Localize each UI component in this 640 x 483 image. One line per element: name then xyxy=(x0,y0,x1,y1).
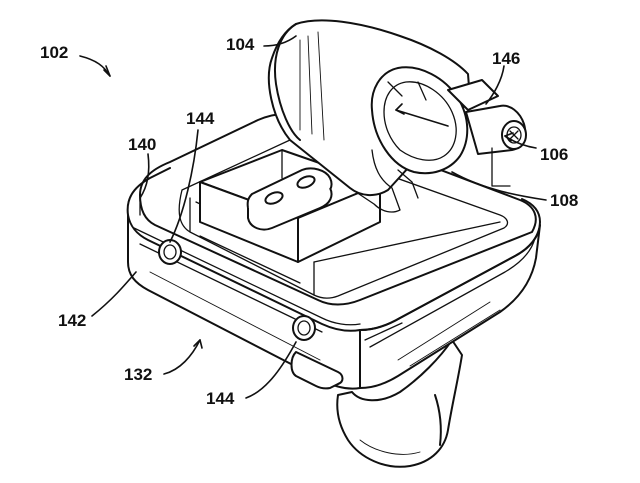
usb-port xyxy=(290,351,344,390)
mounting-block xyxy=(199,149,381,263)
label-142: 142 xyxy=(58,311,86,330)
label-144-top: 144 xyxy=(186,109,215,128)
cylinder-holder xyxy=(267,19,499,213)
label-108: 108 xyxy=(550,191,578,210)
leader-lines xyxy=(79,35,547,399)
label-140: 140 xyxy=(128,135,156,154)
hinge-screw xyxy=(465,104,527,187)
button-left xyxy=(158,239,182,265)
label-144-bottom: 144 xyxy=(206,389,235,408)
label-104: 104 xyxy=(226,35,255,54)
label-106: 106 xyxy=(540,145,568,164)
wrist-strap xyxy=(336,339,463,468)
label-102: 102 xyxy=(40,43,68,62)
button-front xyxy=(292,315,316,341)
reference-numerals: 102 104 146 140 144 106 108 142 132 144 xyxy=(40,35,578,408)
label-132: 132 xyxy=(124,365,152,384)
label-146: 146 xyxy=(492,49,520,68)
